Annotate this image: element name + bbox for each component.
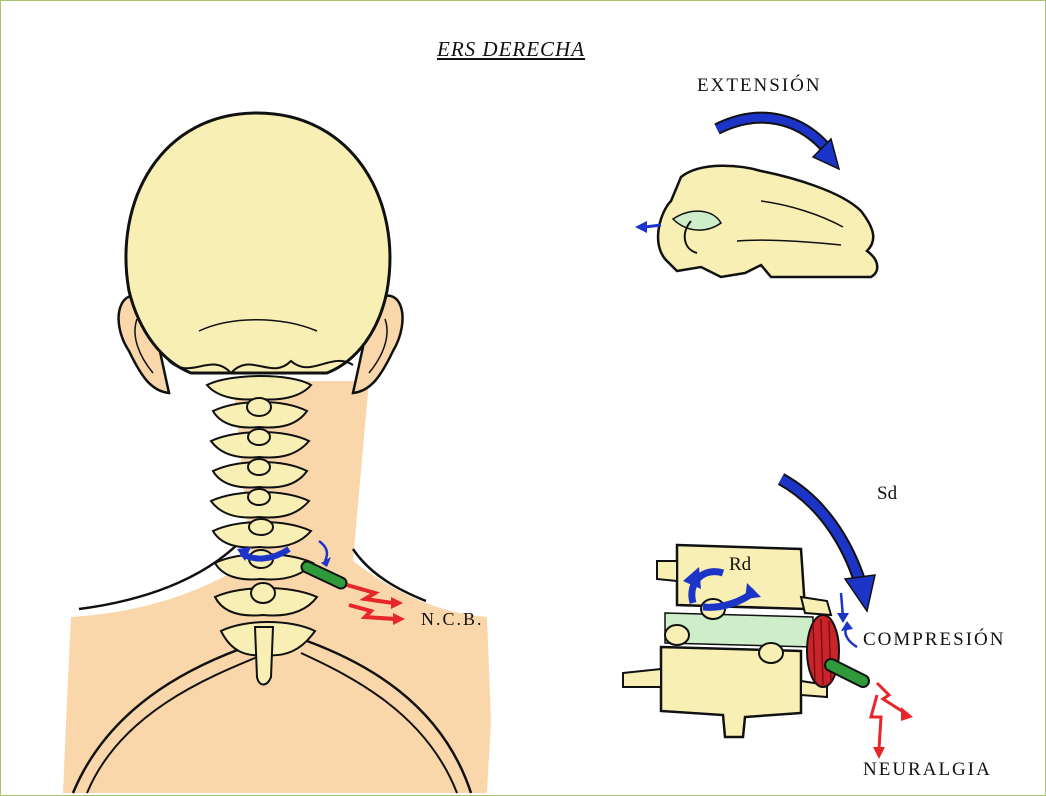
compression-vertebra (623, 479, 913, 759)
skull (126, 113, 390, 373)
neuralgia-label: NEURALGIA (863, 759, 992, 781)
compression-label: COMPRESIÓN (863, 629, 1005, 651)
diagram-title: ERS DERECHA (437, 37, 585, 62)
ncb-label: N.C.B. (421, 609, 484, 630)
extension-vertebra (635, 118, 877, 277)
extension-label: EXTENSIÓN (697, 75, 822, 97)
sd-label: Sd (877, 483, 897, 505)
rd-label: Rd (729, 554, 751, 576)
